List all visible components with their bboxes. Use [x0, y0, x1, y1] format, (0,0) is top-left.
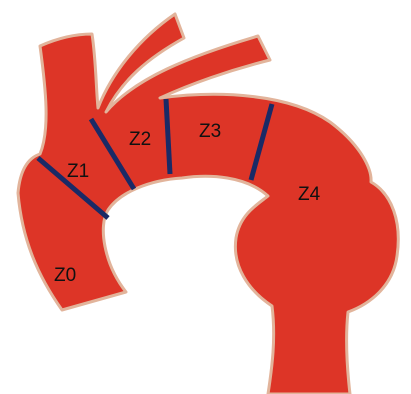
zone-label-z0: Z0: [54, 265, 76, 286]
zone-label-z4: Z4: [298, 184, 321, 205]
zone-label-z2: Z2: [129, 129, 151, 150]
aortic-arch-body: [18, 14, 398, 394]
zone-label-z1: Z1: [67, 161, 89, 182]
zone-label-z3: Z3: [199, 121, 221, 142]
aorta-vessel: [18, 14, 398, 394]
